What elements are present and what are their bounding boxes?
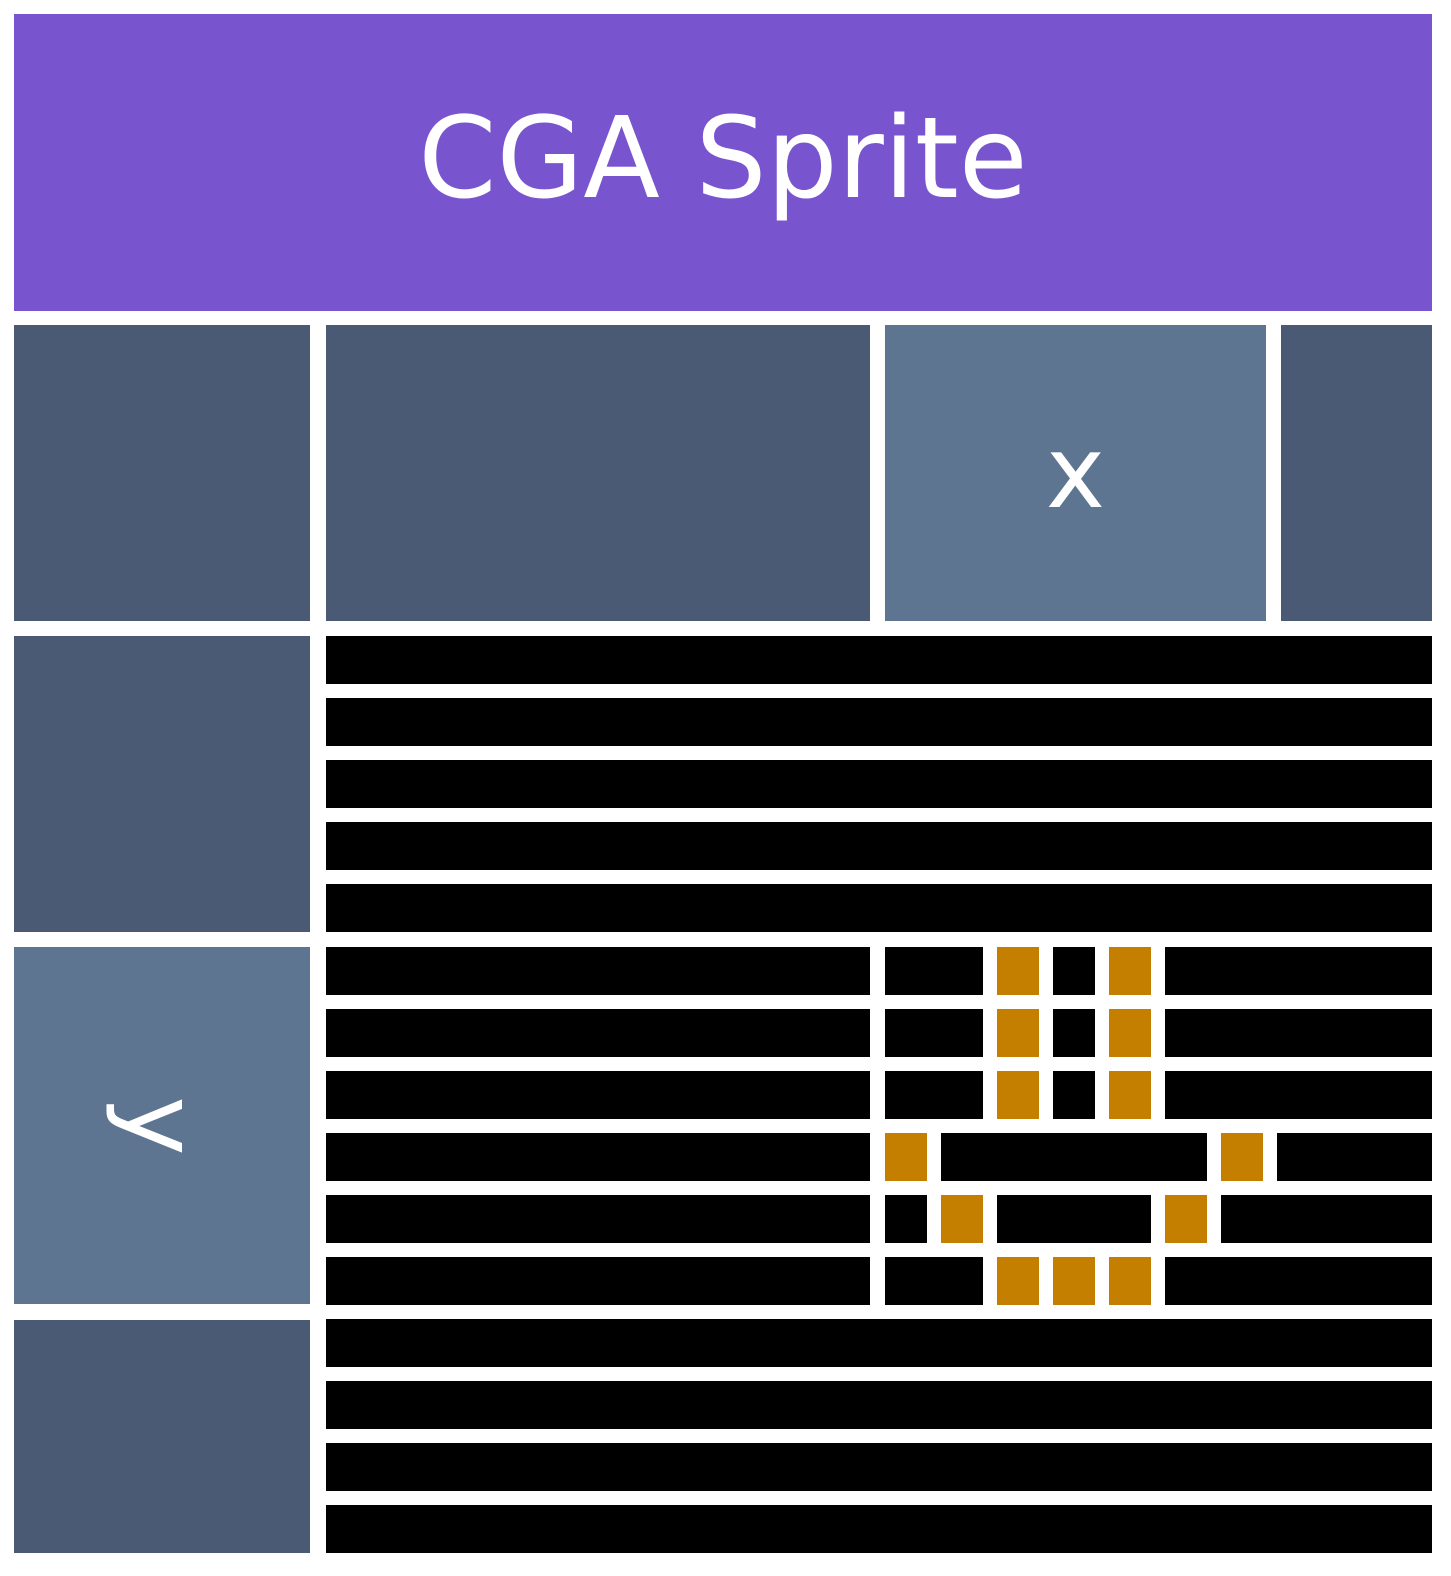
sprite-background-pixels [1165, 1009, 1319, 1057]
sprite-pixel [1109, 1071, 1151, 1119]
scanline [326, 1381, 1432, 1429]
sprite-background-pixels [885, 947, 983, 995]
sprite-background-pixels [885, 1257, 983, 1305]
scanline [326, 1505, 1432, 1553]
sprite-background-pixels [1277, 1133, 1319, 1181]
sprite-pixel [1109, 1009, 1151, 1057]
scanline [326, 698, 1432, 746]
sprite-background-pixels [885, 1195, 927, 1243]
diagram-title: CGA Sprite [418, 93, 1028, 224]
sprite-background-pixels [885, 1071, 983, 1119]
column-header-left [326, 325, 870, 621]
scanline [326, 760, 1432, 808]
sprite-background-pixels [941, 1133, 1207, 1181]
scanline [326, 1195, 870, 1243]
scanline [326, 947, 870, 995]
title-bar: CGA Sprite [14, 14, 1432, 311]
scanline [326, 884, 1432, 932]
scanline [326, 636, 1432, 684]
column-header-right [1281, 325, 1432, 621]
row-header-y: y [14, 947, 310, 1304]
row-header-top [14, 636, 310, 932]
sprite-pixel [1053, 1257, 1095, 1305]
corner-cell [14, 325, 310, 621]
sprite-pixel [885, 1133, 927, 1181]
scanline [326, 1319, 1432, 1367]
scanline [326, 1443, 1432, 1491]
sprite-background-pixels [1053, 947, 1095, 995]
sprite-pixel [1109, 1257, 1151, 1305]
scanline [326, 1133, 870, 1181]
scanline [326, 822, 1432, 870]
sprite-background-pixels [1165, 1071, 1319, 1119]
row-header-bottom [14, 1320, 310, 1553]
sprite-pixel [997, 1009, 1039, 1057]
sprite-pixel [1165, 1195, 1207, 1243]
sprite-pixel [1109, 947, 1151, 995]
scanline [326, 1009, 870, 1057]
sprite-background-pixels [997, 1195, 1151, 1243]
sprite-background-pixels [1053, 1071, 1095, 1119]
sprite-pixel [941, 1195, 983, 1243]
x-axis-label: x [1045, 414, 1106, 531]
sprite-background-pixels [1221, 1195, 1319, 1243]
sprite-background-pixels [1165, 947, 1319, 995]
sprite-background-pixels [1053, 1009, 1095, 1057]
sprite-background-pixels [885, 1009, 983, 1057]
sprite-pixel [997, 1071, 1039, 1119]
sprite-pixel [1221, 1133, 1263, 1181]
sprite-background-pixels [1165, 1257, 1319, 1305]
sprite-pixel [997, 1257, 1039, 1305]
sprite-pixel [997, 947, 1039, 995]
scanline [326, 1257, 870, 1305]
scanline [326, 1071, 870, 1119]
y-axis-label: y [104, 1095, 221, 1156]
column-header-x: x [885, 325, 1266, 621]
